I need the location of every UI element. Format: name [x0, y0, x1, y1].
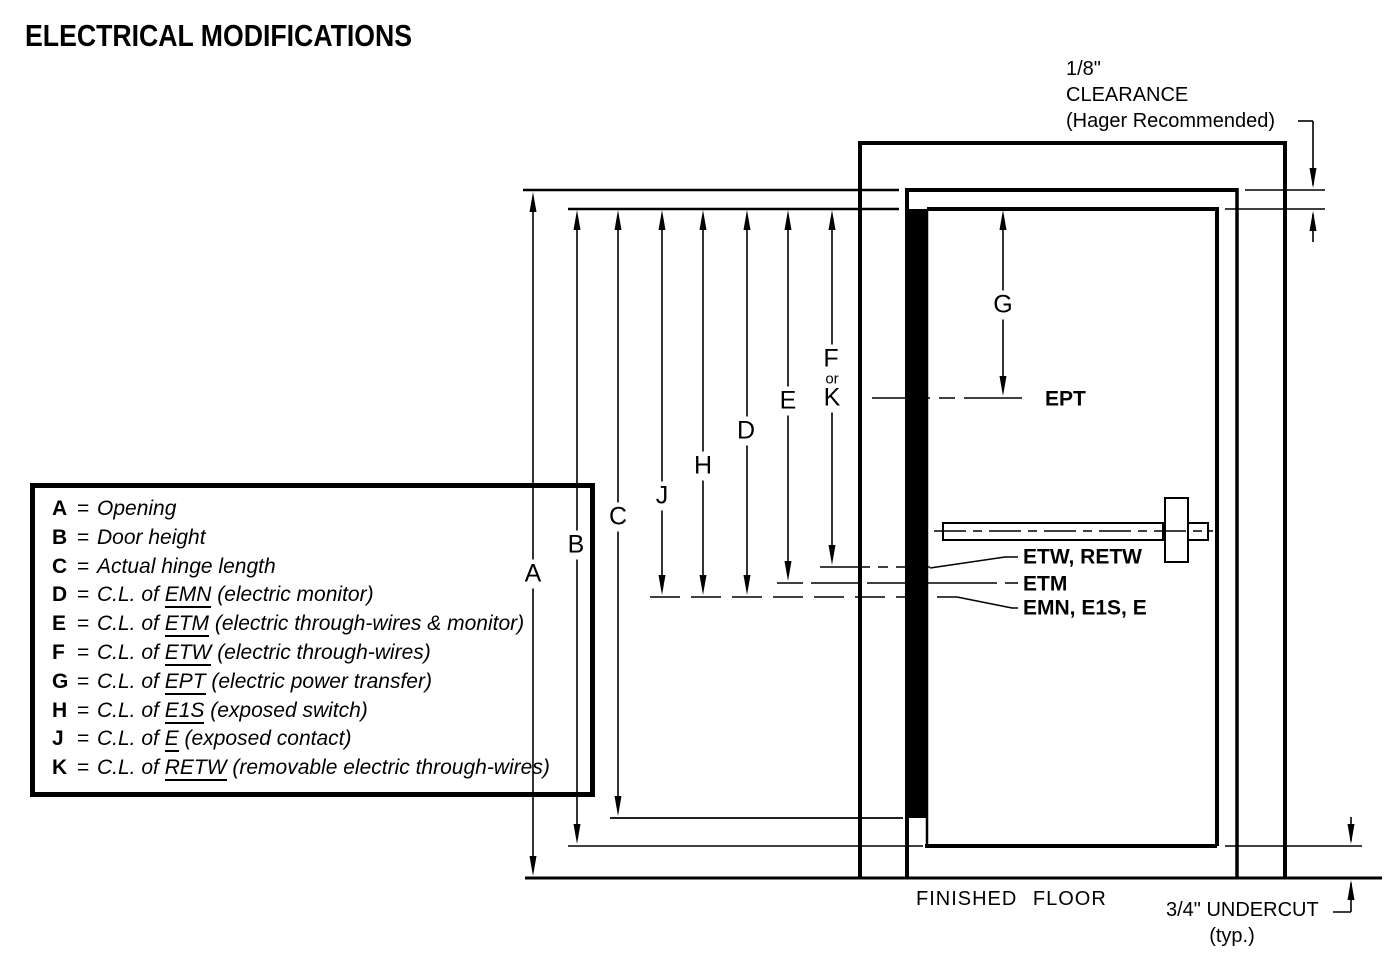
legend-equals: = — [77, 583, 90, 607]
dim-label-k: K — [820, 383, 844, 413]
dim-label-a: A — [521, 559, 545, 589]
finished-floor-label: FINISHED FLOOR — [916, 888, 1107, 910]
dim-label-e: E — [776, 386, 800, 416]
legend-row-e: E = C.L. of ETM (electric through-wires & … — [52, 612, 590, 641]
legend-equals: = — [77, 525, 90, 549]
legend-definition: C.L. of E1S (exposed switch) — [97, 698, 368, 724]
clearance-dimension — [1298, 120, 1314, 242]
legend-row-g: G = C.L. of EPT (electric power transfer) — [52, 669, 590, 699]
dim-label-f: F — [820, 344, 842, 374]
legend-row-f: F = C.L. of ETW (electric through-wires) — [52, 640, 590, 670]
undercut-dimension — [1333, 817, 1352, 913]
door-outline — [568, 207, 1219, 848]
emn-e1s-e-leader — [956, 596, 1018, 609]
legend-row-a: A = Opening — [52, 497, 590, 526]
legend-equals: = — [77, 612, 90, 636]
legend-equals: = — [77, 727, 90, 751]
legend-equals: = — [77, 640, 90, 664]
legend-row-b: B = Door height — [52, 526, 590, 555]
legend-row-d: D = C.L. of EMN (electric monitor) — [52, 583, 590, 612]
etw-retw-leader — [929, 556, 1018, 569]
extension-lines — [568, 189, 1362, 847]
legend-definition: C.L. of E (exposed contact) — [97, 727, 352, 753]
legend-letter: E — [52, 612, 67, 636]
legend-definition: Door height — [97, 525, 206, 549]
legend-letter: B — [52, 525, 68, 549]
legend-letter: A — [52, 497, 68, 520]
etw-retw-label: ETW, RETW — [1023, 545, 1142, 569]
undercut-label: 3/4" UNDERCUT — [1166, 899, 1319, 921]
page-title: ELECTRICAL MODIFICATIONS — [25, 18, 413, 53]
legend-letter: K — [52, 756, 68, 780]
legend-definition: C.L. of EPT (electric power transfer) — [97, 669, 432, 695]
typ-label: (typ.) — [1209, 925, 1255, 947]
legend-letter: J — [52, 727, 64, 751]
legend-equals: = — [77, 669, 90, 693]
legend-definition: Opening — [97, 497, 177, 520]
dim-label-g: G — [990, 290, 1016, 320]
dim-label-d: D — [733, 416, 759, 446]
legend-letter: H — [52, 698, 68, 722]
legend-equals: = — [77, 698, 90, 722]
dimension-lines — [532, 200, 1004, 869]
clearance-word: CLEARANCE — [1066, 84, 1189, 106]
legend-definition: C.L. of ETW (electric through-wires) — [97, 640, 431, 666]
legend-letter: G — [52, 669, 69, 693]
continuous-hinge-bar — [909, 209, 926, 818]
legend-row-k: K = C.L. of RETW (removable electric throu… — [52, 756, 590, 785]
legend-box: A = Opening B = Door height C = Actual hinge l… — [30, 483, 595, 797]
centerlines — [650, 397, 1213, 609]
clearance-value: 1/8" — [1066, 58, 1101, 80]
legend-definition: C.L. of ETM (electric through-wires & mo… — [97, 612, 525, 638]
frame-outer-outline — [858, 141, 1287, 878]
legend-definition: Actual hinge length — [97, 554, 276, 578]
dim-label-j: J — [652, 481, 672, 511]
clearance-recommendation: (Hager Recommended) — [1066, 110, 1275, 132]
through-wire-harness — [942, 497, 1209, 563]
legend-equals: = — [77, 756, 90, 780]
dim-label-h: H — [690, 451, 716, 481]
legend-definition: C.L. of EMN (electric monitor) — [97, 583, 374, 609]
legend-letter: D — [52, 583, 68, 607]
dim-label-c: C — [605, 502, 631, 532]
legend-row-c: C = Actual hinge length — [52, 555, 590, 584]
legend-definition: C.L. of RETW (removable electric through… — [97, 756, 550, 782]
legend-equals: = — [77, 497, 90, 520]
legend-equals: = — [77, 554, 90, 578]
dim-label-b: B — [564, 530, 588, 560]
frame-rabbet-outline — [523, 188, 1239, 878]
legend-letter: C — [52, 554, 68, 578]
emn-e1s-e-label: EMN, E1S, E — [1023, 596, 1147, 620]
legend-row-j: J = C.L. of E (exposed contact) — [52, 727, 590, 756]
legend-letter: F — [52, 640, 65, 664]
clearance-note: 1/8" CLEARANCE (Hager Recommended) — [1066, 56, 1275, 134]
legend-row-h: H = C.L. of E1S (exposed switch) — [52, 698, 590, 728]
etm-label: ETM — [1023, 572, 1068, 596]
ept-label: EPT — [1045, 387, 1086, 411]
